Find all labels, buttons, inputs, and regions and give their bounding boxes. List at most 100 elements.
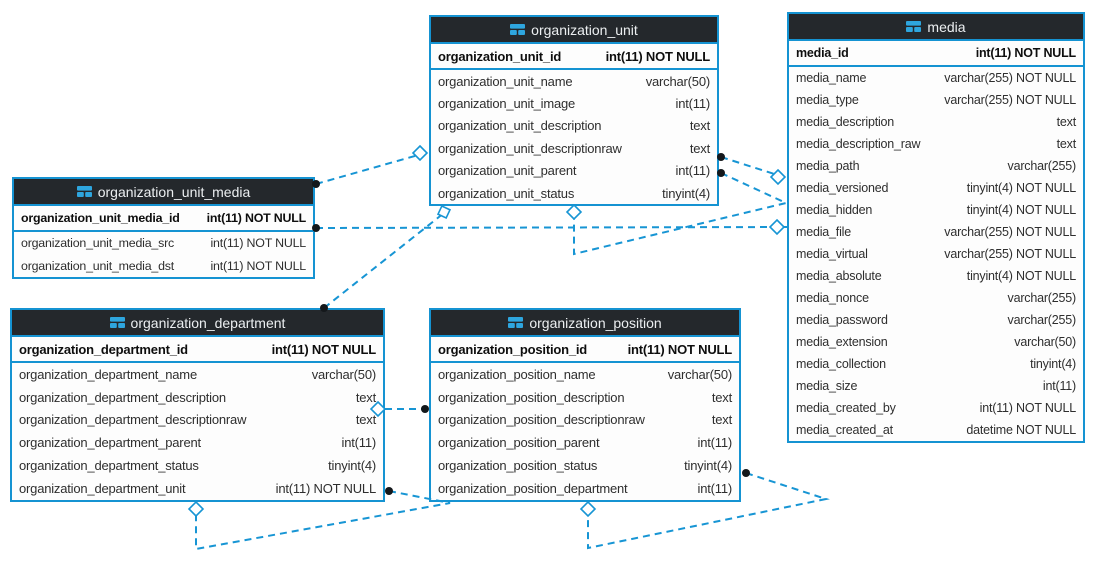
column-type: varchar(50) xyxy=(311,366,376,382)
column-name: organization_position_name xyxy=(438,366,596,382)
table-organization_unit[interactable]: organization_unit organization_unit_id i… xyxy=(429,15,719,207)
column-row[interactable]: media_absolute tinyint(4) NOT NULL xyxy=(789,265,1083,287)
column-type: text xyxy=(355,412,376,428)
column-name: media_created_at xyxy=(796,423,893,437)
table-title: organization_unit xyxy=(531,21,638,38)
column-name: organization_department_description xyxy=(19,389,226,405)
column-type: int(11) xyxy=(697,435,733,451)
table-title: organization_position xyxy=(529,314,662,331)
column-name: organization_position_status xyxy=(438,458,598,474)
table-header[interactable]: organization_position xyxy=(431,310,739,337)
relationship-organization_unit_media-media[interactable] xyxy=(312,218,788,236)
table-header[interactable]: media xyxy=(789,14,1083,41)
column-row[interactable]: organization_position_name varchar(50) xyxy=(431,363,739,386)
column-type: int(11) NOT NULL xyxy=(275,480,377,496)
pk-row[interactable]: media_id int(11) NOT NULL xyxy=(789,41,1083,67)
column-name: media_absolute xyxy=(796,269,882,283)
table-header[interactable]: organization_unit_media xyxy=(14,179,313,206)
column-type: varchar(255) NOT NULL xyxy=(944,225,1076,239)
column-name: media_description xyxy=(796,115,895,129)
column-name: organization_department_unit xyxy=(19,480,186,496)
column-name: organization_unit_media_dst xyxy=(21,258,175,273)
column-row[interactable]: media_description_raw text xyxy=(789,133,1083,155)
relationship-organization_department-organization_unit[interactable] xyxy=(320,204,452,312)
column-name: media_path xyxy=(796,159,860,173)
column-type: varchar(255) xyxy=(1007,313,1077,327)
column-row[interactable]: media_description text xyxy=(789,111,1083,133)
relationship-organization_unit_media-organization_unit[interactable] xyxy=(312,144,430,188)
column-type: tinyint(4) NOT NULL xyxy=(966,203,1076,217)
column-type: int(11) NOT NULL xyxy=(210,258,307,273)
column-row[interactable]: media_password varchar(255) xyxy=(789,309,1083,331)
table-icon xyxy=(109,317,125,328)
column-row[interactable]: organization_position_parent int(11) xyxy=(431,431,739,454)
table-header[interactable]: organization_unit xyxy=(431,17,717,44)
column-type: varchar(50) xyxy=(667,366,732,382)
relationship-organization_unit-media[interactable] xyxy=(717,153,788,186)
table-header[interactable]: organization_department xyxy=(12,310,383,337)
column-type: text xyxy=(355,389,376,405)
column-name: organization_department_descriptionraw xyxy=(19,412,247,428)
column-name: media_password xyxy=(796,313,888,327)
column-row[interactable]: organization_unit_media_dst int(11) NOT N… xyxy=(14,255,313,278)
column-name: media_created_by xyxy=(796,401,896,415)
column-name: organization_position_department xyxy=(438,480,628,496)
column-type: tinyint(4) NOT NULL xyxy=(966,269,1076,283)
column-type: text xyxy=(1056,137,1077,151)
column-name: organization_unit_name xyxy=(438,73,573,89)
table-organization_unit_media[interactable]: organization_unit_media organization_uni… xyxy=(12,177,315,279)
pk-row[interactable]: organization_unit_media_id int(11) NOT N… xyxy=(14,206,313,232)
column-name: media_type xyxy=(796,93,859,107)
table-organization_position[interactable]: organization_position organization_posit… xyxy=(429,308,741,502)
column-type: varchar(50) xyxy=(1014,335,1076,349)
table-organization_department[interactable]: organization_department organization_dep… xyxy=(10,308,385,502)
column-row[interactable]: organization_department_description text xyxy=(12,386,383,409)
column-type: varchar(255) xyxy=(1007,291,1077,305)
column-row[interactable]: organization_department_unit int(11) NOT … xyxy=(12,477,383,500)
pk-row[interactable]: organization_unit_id int(11) NOT NULL xyxy=(431,44,717,70)
column-type: text xyxy=(1056,115,1077,129)
column-name: media_virtual xyxy=(796,247,868,261)
column-row[interactable]: media_created_by int(11) NOT NULL xyxy=(789,397,1083,419)
table-icon xyxy=(508,317,524,328)
column-name: organization_unit_description xyxy=(438,118,602,134)
column-row[interactable]: organization_position_status tinyint(4) xyxy=(431,454,739,477)
table-media[interactable]: media media_id int(11) NOT NULL media_na… xyxy=(787,12,1085,443)
pk-row[interactable]: organization_position_id int(11) NOT NUL… xyxy=(431,337,739,363)
column-type: int(11) NOT NULL xyxy=(979,401,1077,415)
pk-row[interactable]: organization_department_id int(11) NOT N… xyxy=(12,337,383,363)
column-row[interactable]: organization_department_descriptionraw te… xyxy=(12,409,383,432)
column-name: organization_position_parent xyxy=(438,435,600,451)
column-name: media_description_raw xyxy=(796,137,921,151)
column-type: tinyint(4) xyxy=(684,458,732,474)
